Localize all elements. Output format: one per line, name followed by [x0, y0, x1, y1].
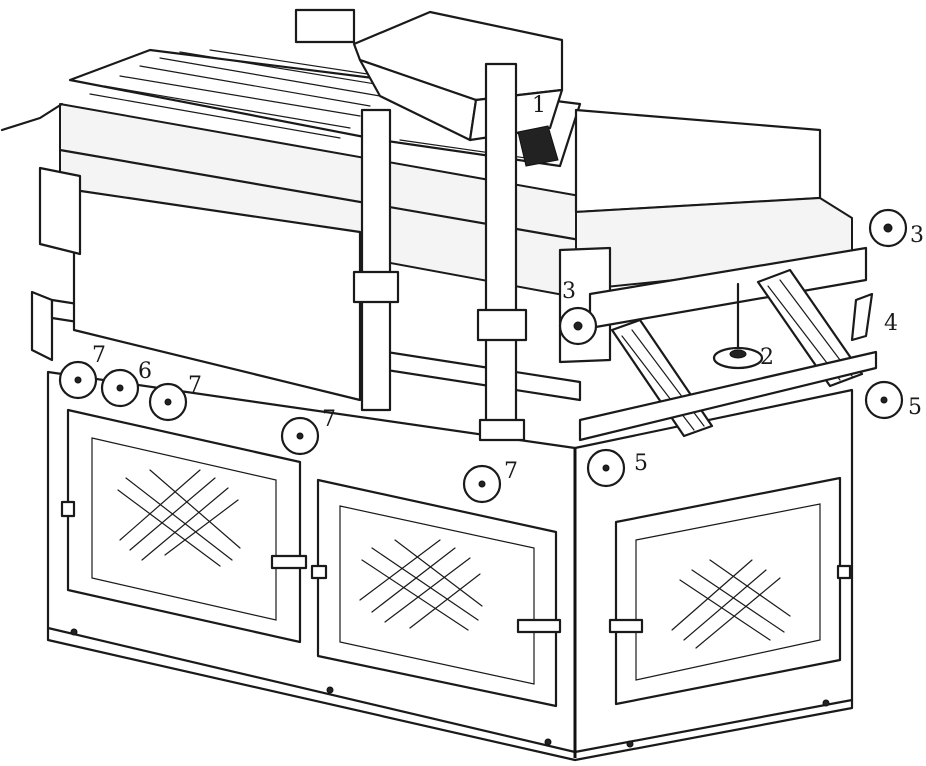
knob-7-a: [58, 360, 98, 400]
sieve-housing: [0, 8, 582, 402]
callout-7a: 7: [92, 343, 106, 368]
support-posts: [352, 62, 528, 442]
adjustment-knobs: [58, 208, 908, 504]
knob-7-c: [280, 416, 320, 456]
callout-2: 2: [760, 345, 774, 370]
inspection-window-left: [60, 408, 308, 644]
knob-7-b: [148, 382, 188, 422]
inspection-window-right: [608, 476, 852, 706]
callout-7d: 7: [504, 459, 518, 484]
callout-6: 6: [138, 359, 152, 384]
callout-7c: 7: [322, 407, 336, 432]
knob-6: [100, 368, 140, 408]
knob-7-d: [462, 464, 502, 504]
callout-1: 1: [532, 93, 546, 118]
drive-section: [558, 108, 878, 442]
callout-5a: 5: [634, 451, 648, 476]
callout-labels: 1 2 3 3 4 5 5 6 7 7 7 7: [92, 93, 924, 484]
inspection-window-middle: [310, 478, 562, 708]
callout-3b: 3: [910, 223, 924, 248]
callout-3a: 3: [562, 279, 576, 304]
callout-7b: 7: [188, 373, 202, 398]
knob-3-b: [868, 208, 908, 248]
callout-5b: 5: [908, 395, 922, 420]
knob-5-b: [864, 380, 904, 420]
callout-4: 4: [884, 311, 898, 336]
knob-3-a: [558, 306, 598, 346]
knob-5-a: [586, 448, 626, 488]
